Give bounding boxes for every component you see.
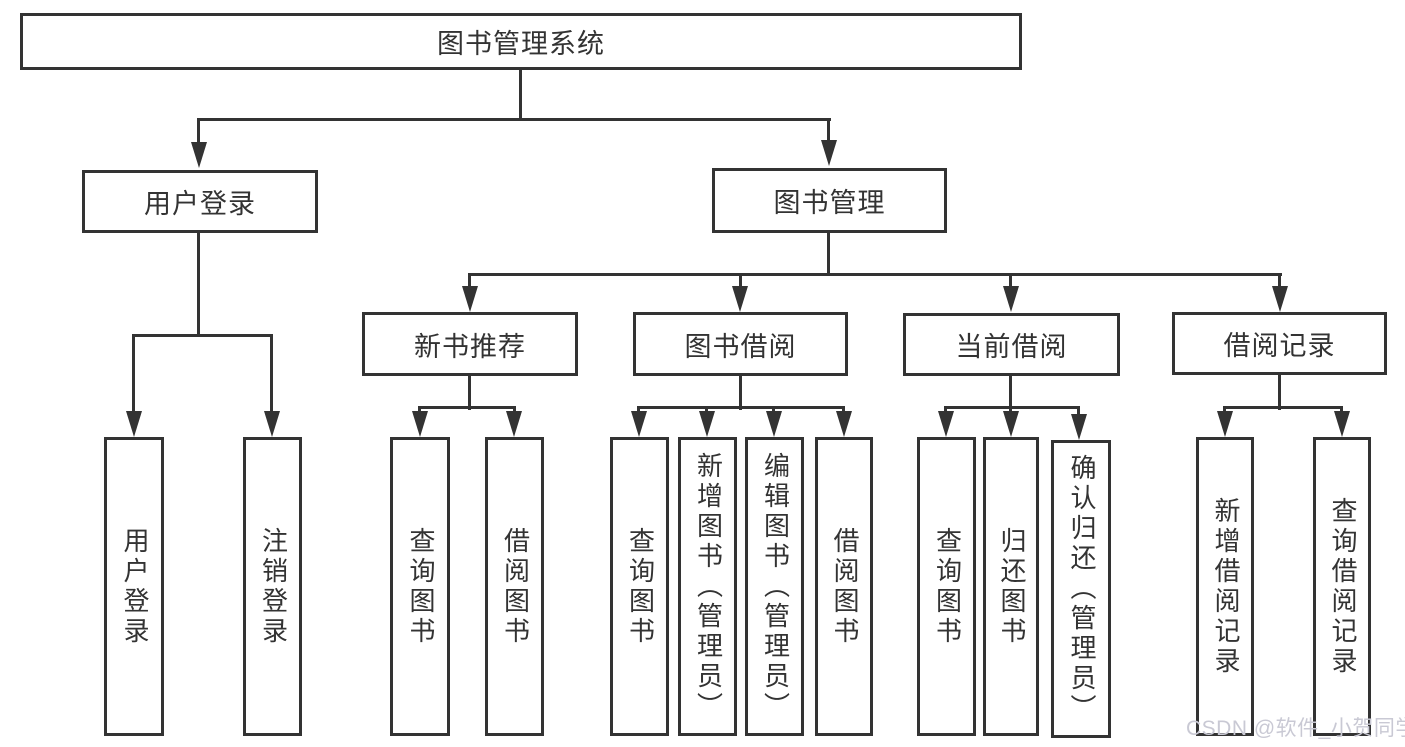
node-book-borrowing: 图书借阅 <box>633 312 848 376</box>
node-label: 图书管理系统 <box>437 29 605 59</box>
arrow-down-icon <box>462 286 478 312</box>
node-query-books-current: 查询图书 <box>917 437 976 736</box>
connector-to-records <box>1278 273 1281 289</box>
node-label: 借阅图书 <box>500 526 531 647</box>
node-label: 确认归还（管理员） <box>1066 454 1097 724</box>
connector-records-stem <box>1278 373 1281 410</box>
node-user-login: 用户登录 <box>82 170 318 233</box>
arrow-down-icon <box>1003 286 1019 312</box>
node-label: 借阅记录 <box>1223 331 1336 361</box>
arrow-down-icon <box>732 286 748 312</box>
node-label: 借阅图书 <box>829 526 860 647</box>
node-user-login-action: 用户登录 <box>104 437 164 736</box>
arrow-down-icon <box>1272 286 1288 312</box>
node-library-management-system: 图书管理系统 <box>20 13 1022 70</box>
connector-leaf <box>1077 406 1080 418</box>
node-label: 用户登录 <box>144 189 256 219</box>
node-borrowing-records: 借阅记录 <box>1172 312 1387 375</box>
connector-recommend-branch <box>418 406 516 409</box>
node-label: 图书借阅 <box>684 331 797 362</box>
node-label: 注销登录 <box>258 526 289 647</box>
connector-to-recommend <box>468 273 471 289</box>
arrow-down-icon <box>1217 411 1233 437</box>
arrow-down-icon <box>836 411 852 437</box>
connector-records-branch <box>1223 406 1343 409</box>
connector-to-borrowing <box>739 273 742 289</box>
connector-borrowing-branch <box>637 406 845 409</box>
connector-to-logout-action <box>270 334 273 414</box>
node-label: 查询图书 <box>932 526 963 647</box>
arrow-down-icon <box>699 411 715 437</box>
node-label: 新增借阅记录 <box>1210 496 1241 677</box>
node-label: 新增图书（管理员） <box>693 451 724 722</box>
connector-to-current <box>1009 273 1012 289</box>
node-current-borrowing: 当前借阅 <box>903 313 1120 376</box>
arrow-down-icon <box>1071 414 1087 440</box>
node-label: 图书管理 <box>773 188 886 218</box>
arrow-down-icon <box>1334 411 1350 437</box>
arrow-down-icon <box>412 411 428 437</box>
connector-to-login-action <box>132 334 135 414</box>
arrow-down-icon <box>126 411 142 437</box>
arrow-down-icon <box>631 411 647 437</box>
node-borrow-books-recommend: 借阅图书 <box>485 437 544 736</box>
node-query-borrow-record: 查询借阅记录 <box>1313 437 1371 736</box>
arrow-down-icon <box>1003 411 1019 437</box>
node-return-books: 归还图书 <box>983 437 1039 736</box>
connector-borrowing-stem <box>739 374 742 410</box>
connector-root-stem <box>519 67 522 121</box>
connector-current-branch <box>944 406 1080 409</box>
node-logout-action: 注销登录 <box>243 437 302 736</box>
arrow-down-icon <box>264 411 280 437</box>
node-query-books-recommend: 查询图书 <box>390 437 450 736</box>
node-book-management: 图书管理 <box>712 168 947 233</box>
node-add-book-admin: 新增图书（管理员） <box>678 437 737 736</box>
connector-user-login-stem <box>197 231 200 337</box>
arrow-down-icon <box>938 411 954 437</box>
node-add-borrow-record: 新增借阅记录 <box>1196 437 1254 736</box>
connector-root-branch <box>197 118 831 121</box>
node-label: 当前借阅 <box>955 332 1068 362</box>
node-confirm-return-admin: 确认归还（管理员） <box>1051 440 1111 738</box>
node-new-book-recommend: 新书推荐 <box>362 312 578 376</box>
connector-book-mgmt-branch <box>468 273 1282 276</box>
arrow-down-icon <box>821 140 837 166</box>
arrow-down-icon <box>766 411 782 437</box>
node-label: 查询借阅记录 <box>1327 496 1358 677</box>
node-label: 查询图书 <box>405 526 436 647</box>
node-query-books-borrowing: 查询图书 <box>610 437 669 736</box>
node-borrow-books-borrowing: 借阅图书 <box>815 437 873 736</box>
node-label: 编辑图书（管理员） <box>760 451 791 722</box>
connector-user-login-branch <box>132 334 273 337</box>
connector-recommend-stem <box>468 374 471 410</box>
node-label: 用户登录 <box>119 526 150 647</box>
connector-to-user-login <box>197 118 200 146</box>
node-label: 新书推荐 <box>414 331 526 362</box>
csdn-watermark: CSDN @软件_小贺同学 <box>1186 717 1405 740</box>
connector-current-stem <box>1009 374 1012 410</box>
connector-to-book-management <box>827 118 830 144</box>
node-edit-book-admin: 编辑图书（管理员） <box>745 437 804 736</box>
arrow-down-icon <box>191 142 207 168</box>
arrow-down-icon <box>506 411 522 437</box>
node-label: 查询图书 <box>625 526 656 647</box>
connector-book-mgmt-stem <box>827 231 830 276</box>
node-label: 归还图书 <box>996 526 1027 647</box>
